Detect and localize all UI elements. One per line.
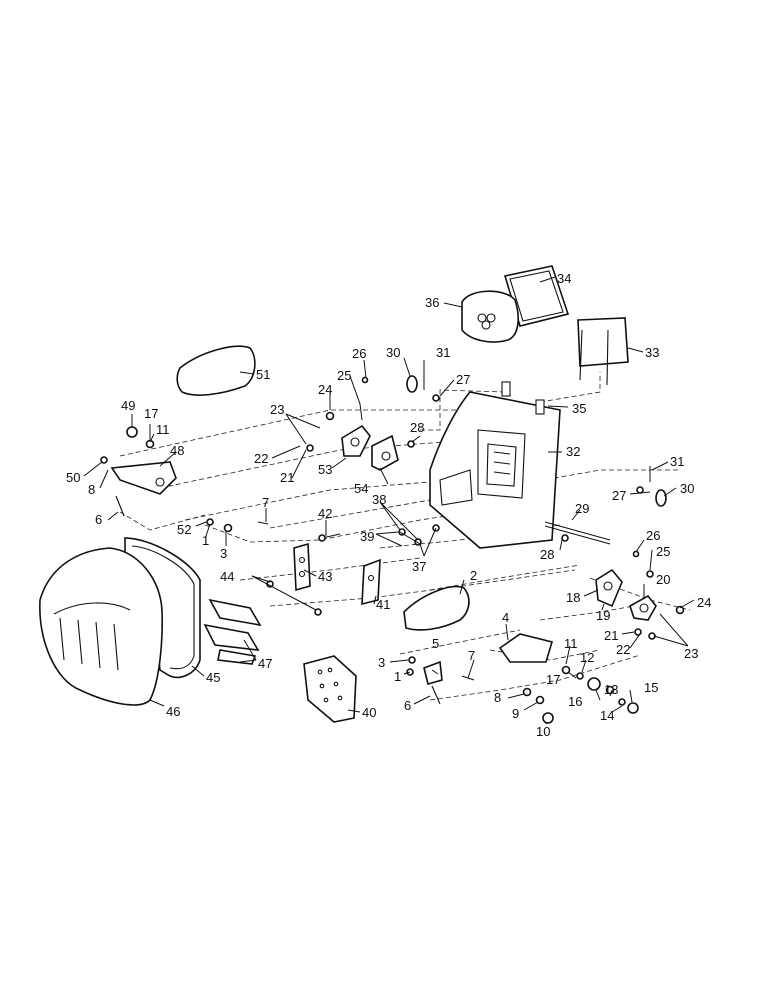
- callout-8: 8: [88, 482, 95, 497]
- callout-23: 23: [684, 646, 698, 661]
- part-40-mounting-plate: [303, 655, 357, 723]
- callout-52: 52: [177, 522, 191, 537]
- callout-33: 33: [645, 345, 659, 360]
- callout-36: 36: [425, 295, 439, 310]
- callout-30: 30: [386, 345, 400, 360]
- fasteners: [100, 360, 685, 724]
- callout-30: 30: [680, 481, 694, 496]
- callout-42: 42: [318, 506, 332, 521]
- callout-35: 35: [572, 401, 586, 416]
- part-34-headrest-frame: [503, 265, 570, 327]
- callout-10: 10: [536, 724, 550, 739]
- callout-4: 4: [502, 610, 509, 625]
- callout-17: 17: [144, 406, 158, 421]
- callout-51: 51: [256, 367, 270, 382]
- part-20-pivot-plate: [629, 594, 657, 621]
- callout-32: 32: [566, 444, 580, 459]
- callout-16: 16: [568, 694, 582, 709]
- callout-23: 23: [270, 402, 284, 417]
- callout-labels: 34 36 33 30 31 26 27 25 35 51 24 23 28 3…: [66, 271, 711, 739]
- callout-46: 46: [166, 704, 180, 719]
- callout-54: 54: [354, 481, 368, 496]
- part-32-seat-back-frame: [429, 391, 561, 549]
- callout-1: 1: [394, 669, 401, 684]
- part-41-bracket: [361, 558, 381, 606]
- callout-2: 2: [470, 568, 477, 583]
- callout-27: 27: [612, 488, 626, 503]
- callout-28: 28: [540, 547, 554, 562]
- callout-1: 1: [202, 533, 209, 548]
- callout-7: 7: [262, 495, 269, 510]
- callout-14: 14: [600, 708, 614, 723]
- callout-15: 15: [644, 680, 658, 695]
- callout-7: 7: [468, 648, 475, 663]
- callout-43: 43: [318, 569, 332, 584]
- part-48-bracket: [110, 461, 177, 495]
- callout-41: 41: [376, 597, 390, 612]
- part-29-rod: [544, 521, 611, 545]
- callout-22: 22: [254, 451, 268, 466]
- callout-38: 38: [372, 492, 386, 507]
- callout-8: 8: [494, 690, 501, 705]
- part-43-bracket: [293, 542, 311, 592]
- callout-19: 19: [596, 608, 610, 623]
- leader-lines: [83, 276, 695, 724]
- callout-21: 21: [604, 628, 618, 643]
- part-4-plate: [498, 633, 554, 663]
- callout-3: 3: [378, 655, 385, 670]
- callout-29: 29: [575, 501, 589, 516]
- callout-40: 40: [362, 705, 376, 720]
- callout-47: 47: [258, 656, 272, 671]
- callout-44: 44: [220, 569, 234, 584]
- callout-6: 6: [404, 698, 411, 713]
- callout-9: 9: [512, 706, 519, 721]
- callout-22: 22: [616, 642, 630, 657]
- callout-26: 26: [646, 528, 660, 543]
- part-47-straps: [203, 598, 262, 665]
- callout-21: 21: [280, 470, 294, 485]
- callout-26: 26: [352, 346, 366, 361]
- callout-53: 53: [318, 462, 332, 477]
- callout-48: 48: [170, 443, 184, 458]
- part-36-headrest-pad: [461, 290, 519, 343]
- callout-24: 24: [318, 382, 332, 397]
- callout-18: 18: [566, 590, 580, 605]
- callout-34: 34: [557, 271, 571, 286]
- callout-31: 31: [436, 345, 450, 360]
- part-51-cushion: [176, 345, 256, 396]
- callout-24: 24: [697, 595, 711, 610]
- part-33-headrest: [577, 317, 629, 386]
- callout-49: 49: [121, 398, 135, 413]
- callout-20: 20: [656, 572, 670, 587]
- part-46-backrest-cushion: [39, 547, 163, 706]
- callout-27: 27: [456, 372, 470, 387]
- part-2-armrest: [403, 585, 470, 631]
- callout-45: 45: [206, 670, 220, 685]
- callout-28: 28: [410, 420, 424, 435]
- callout-25: 25: [656, 544, 670, 559]
- part-54-pivot-plate: [371, 434, 399, 471]
- callout-11: 11: [564, 636, 578, 651]
- part-42-pin: [318, 533, 341, 542]
- callout-3: 3: [220, 546, 227, 561]
- part-5-bracket: [423, 660, 443, 685]
- callout-31: 31: [670, 454, 684, 469]
- part-53-pivot-plate: [341, 424, 371, 457]
- callout-39: 39: [360, 529, 374, 544]
- callout-50: 50: [66, 470, 80, 485]
- callout-6: 6: [95, 512, 102, 527]
- callout-25: 25: [337, 368, 351, 383]
- callout-5: 5: [432, 636, 439, 651]
- callout-37: 37: [412, 559, 426, 574]
- callout-11: 11: [156, 422, 170, 437]
- callout-17: 17: [546, 672, 560, 687]
- callout-12: 12: [580, 650, 594, 665]
- part-19-pivot-plate: [595, 568, 623, 608]
- callout-13: 13: [604, 682, 618, 697]
